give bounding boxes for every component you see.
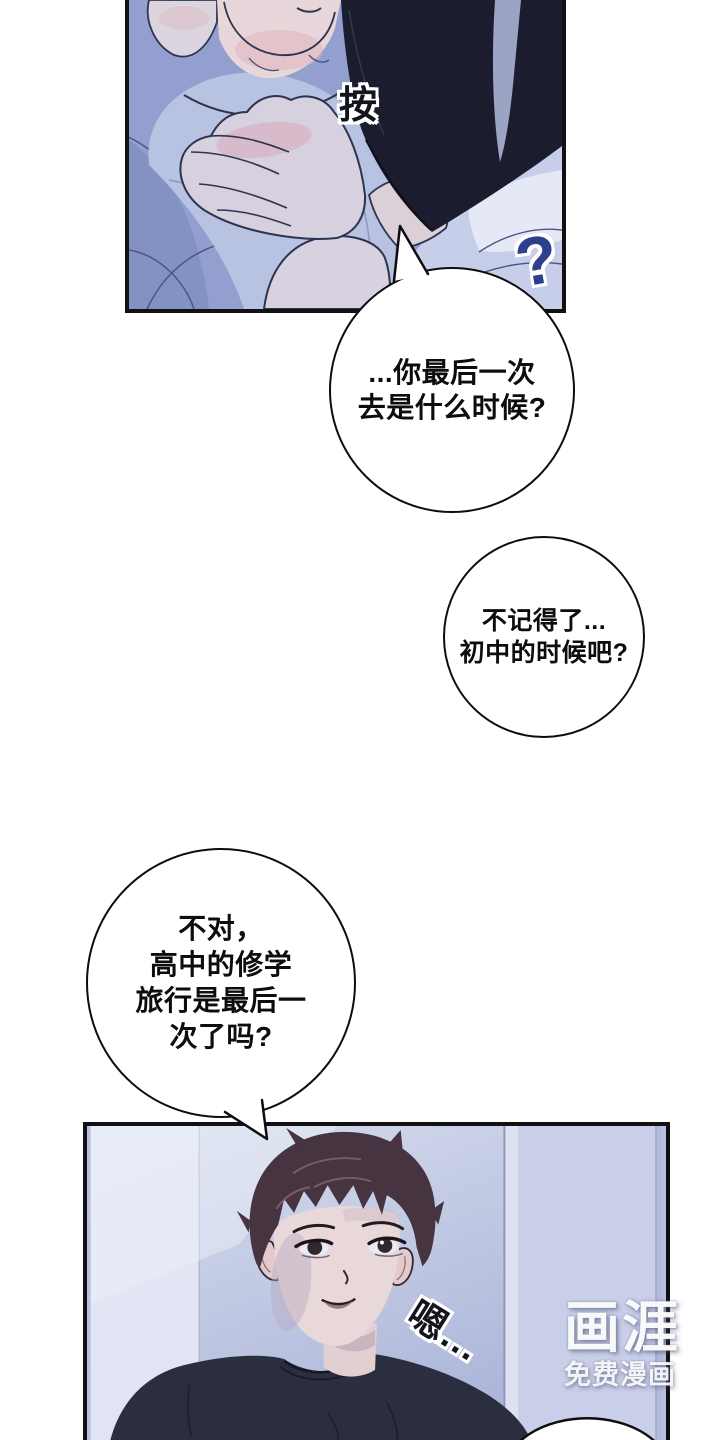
panel-bottom [83, 1122, 670, 1440]
hand-on-chest [179, 95, 367, 240]
bubble-1-line-2: 去是什么时候? [357, 392, 547, 423]
bubble-3-line-1: 不对， [178, 912, 264, 944]
sfx-press-text: 按 [339, 85, 378, 127]
bubble-3-line-4: 次了吗? [169, 1021, 273, 1053]
watermark-tagline: 免费漫画 [564, 1360, 676, 1390]
lying-person [146, 0, 396, 309]
panel-top [125, 0, 566, 313]
bubble-2-line-2: 初中的时候吧? [459, 639, 629, 667]
speech-bubble-2: 不记得了... 初中的时候吧? [443, 536, 645, 738]
partial-speech-bubble [519, 1417, 656, 1440]
bubble-2-line-1: 不记得了... [481, 607, 607, 635]
bubble-1-line-1: ...你最后一次 [368, 357, 536, 388]
eyes [294, 1236, 407, 1259]
bubble-3-line-3: 旅行是最后一 [135, 985, 307, 1016]
panel-top-artwork [129, 0, 562, 309]
bubble-3-line-2: 高中的修学 [149, 948, 293, 980]
man-portrait [110, 1127, 532, 1440]
pressing-arm-sleeve [341, 0, 562, 232]
watermark: 画涯 免费漫画 [564, 1300, 680, 1389]
panel-bottom-artwork [90, 1126, 663, 1440]
watermark-logo: 画涯 [564, 1296, 680, 1359]
nose-line [342, 1269, 349, 1285]
speech-bubble-1: ...你最后一次 去是什么时候? [329, 267, 575, 513]
hair [236, 1127, 445, 1267]
eyebrows [292, 1221, 405, 1234]
mouth-line [296, 7, 322, 13]
speech-bubble-3: 不对， 高中的修学 旅行是最后一 次了吗? [86, 848, 356, 1118]
